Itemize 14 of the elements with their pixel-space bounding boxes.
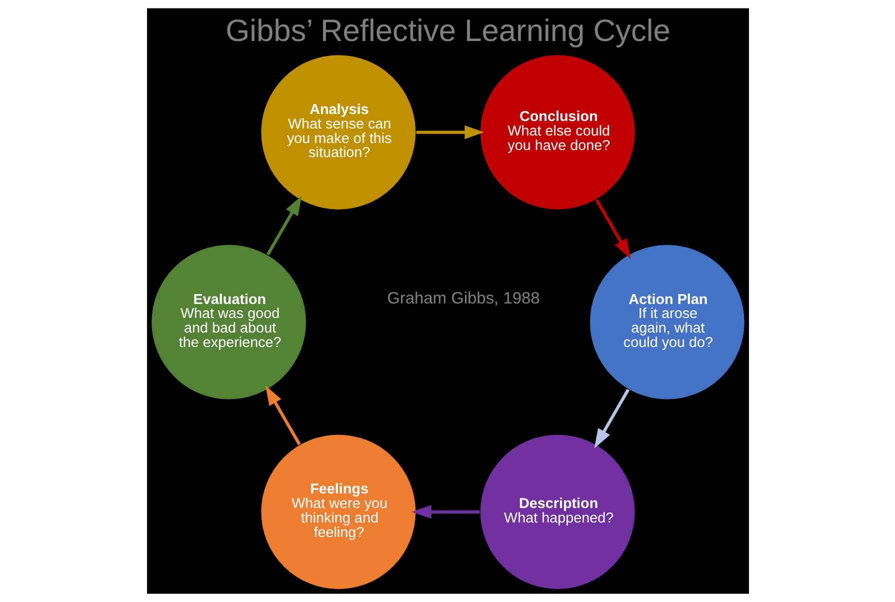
diagram-title: Gibbs’ Reflective Learning Cycle bbox=[225, 13, 670, 48]
node-circle: Feelings What were you thinking and feeling? bbox=[260, 434, 416, 590]
node-circle: Action Plan If it arose again, what could you do? bbox=[588, 244, 745, 400]
arrow bbox=[594, 198, 630, 259]
arrow bbox=[266, 196, 302, 256]
label: Graham Gibbs, 1988 bbox=[386, 289, 540, 308]
node-circle: Conclusion What else could you have done? bbox=[478, 54, 636, 210]
arrow bbox=[265, 386, 300, 446]
node-circle: Evaluation What was good and bad about the experience? bbox=[150, 244, 307, 400]
arrow bbox=[416, 125, 484, 140]
node-circle: Description What happened? bbox=[478, 434, 636, 590]
node-circle: Analysis What sense can you make of this situation? bbox=[260, 54, 416, 210]
arrow bbox=[411, 505, 480, 519]
arrow bbox=[594, 388, 630, 448]
